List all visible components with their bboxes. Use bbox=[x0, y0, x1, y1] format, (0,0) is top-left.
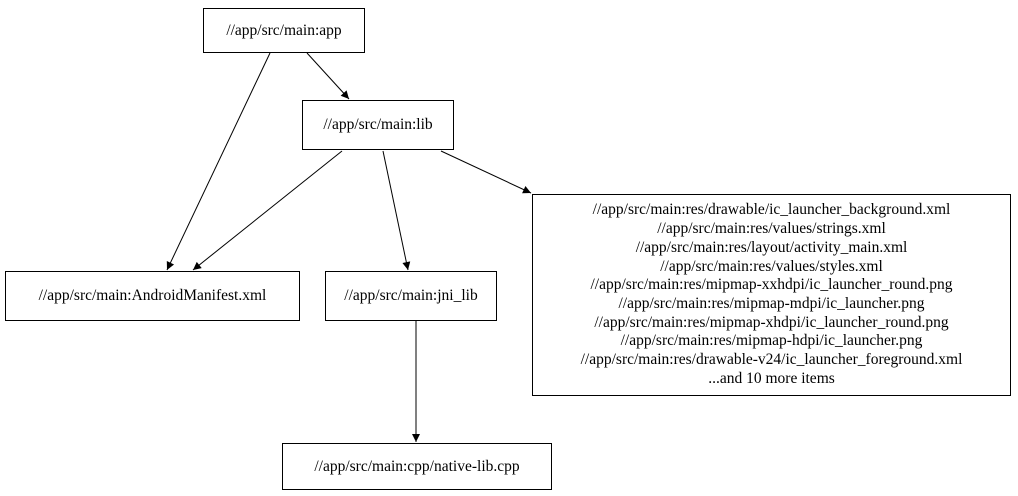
resource-item: //app/src/main:res/mipmap-hdpi/ic_launch… bbox=[620, 332, 923, 350]
edge-app-to-lib bbox=[306, 52, 350, 100]
node-android-manifest: //app/src/main:AndroidManifest.xml bbox=[5, 271, 300, 321]
resource-item: //app/src/main:res/values/styles.xml bbox=[660, 257, 883, 275]
resource-item: //app/src/main:res/mipmap-xhdpi/ic_launc… bbox=[594, 313, 949, 331]
resource-item: //app/src/main:res/mipmap-mdpi/ic_launch… bbox=[618, 295, 925, 312]
node-lib: //app/src/main:lib bbox=[302, 100, 454, 150]
resource-item: //app/src/main:res/drawable/ic_launcher_… bbox=[592, 201, 951, 219]
edge-lib-to-jni-lib bbox=[382, 150, 411, 271]
resource-item: //app/src/main:res/mipmap-xxhdpi/ic_laun… bbox=[590, 276, 953, 294]
node-jni-lib-label: //app/src/main:jni_lib bbox=[344, 287, 478, 305]
node-app-label: //app/src/main:app bbox=[226, 21, 342, 39]
node-resources-group: //app/src/main:res/drawable/ic_launcher_… bbox=[532, 194, 1011, 396]
resource-items-overflow-note: ...and 10 more items bbox=[708, 369, 835, 387]
resource-item: //app/src/main:res/layout/activity_main.… bbox=[635, 238, 908, 256]
node-jni-lib: //app/src/main:jni_lib bbox=[325, 271, 497, 321]
edge-app-to-manifest bbox=[166, 52, 271, 271]
resource-item: //app/src/main:res/drawable-v24/ic_launc… bbox=[580, 351, 963, 369]
node-android-manifest-label: //app/src/main:AndroidManifest.xml bbox=[38, 287, 267, 305]
node-lib-label: //app/src/main:lib bbox=[323, 116, 433, 134]
edge-lib-to-resources bbox=[440, 150, 532, 194]
node-native-lib-cpp: //app/src/main:cpp/native-lib.cpp bbox=[282, 443, 552, 490]
edge-lib-to-manifest bbox=[192, 150, 343, 271]
node-app: //app/src/main:app bbox=[203, 8, 365, 53]
resource-item: //app/src/main:res/values/strings.xml bbox=[657, 220, 886, 238]
node-native-lib-cpp-label: //app/src/main:cpp/native-lib.cpp bbox=[314, 457, 520, 475]
